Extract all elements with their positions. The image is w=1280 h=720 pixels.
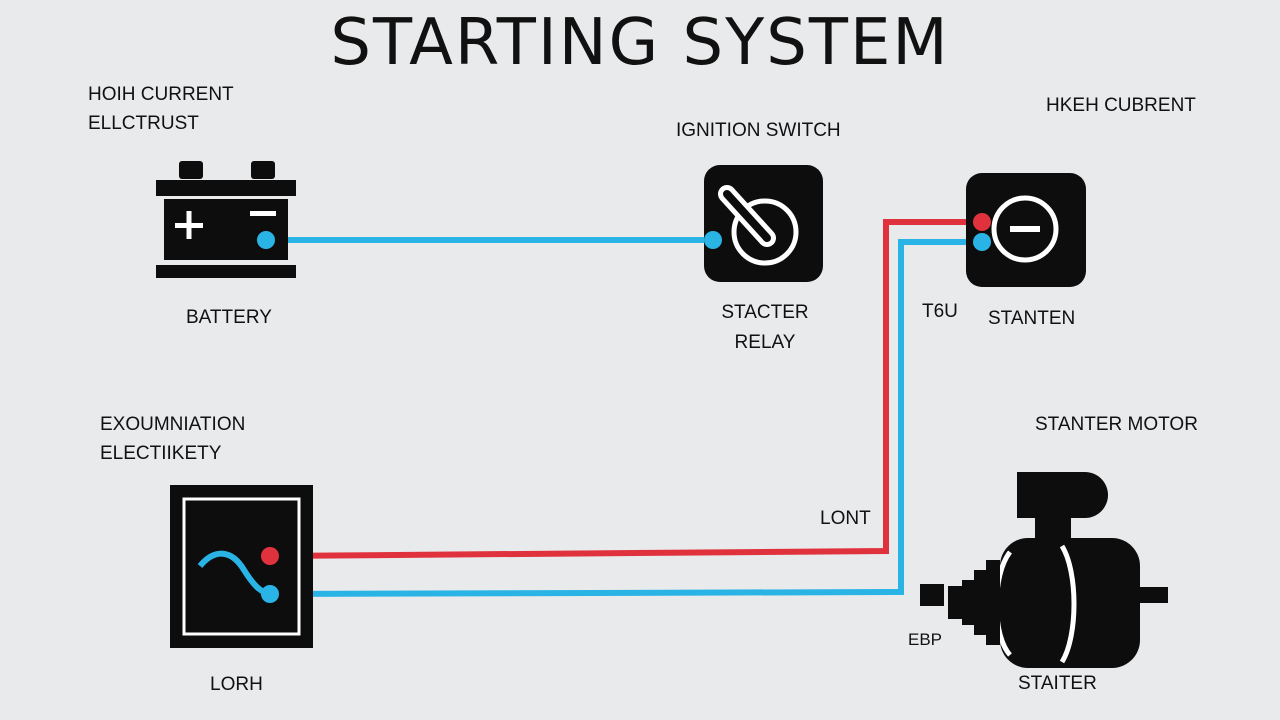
- wire-blue-switch-relay: [269, 239, 982, 597]
- label-lont: LONT: [820, 508, 871, 529]
- label-mid-left-line2: ELECTIIKETY: [100, 443, 222, 464]
- label-starter-motor: STANTER MOTOR: [1035, 414, 1198, 435]
- label-mid-left-line1: EXOUMNIATION: [100, 414, 246, 435]
- switch-box-icon: [170, 485, 313, 648]
- label-battery: BATTERY: [186, 307, 272, 328]
- diagram-title: STARTING SYSTEM: [330, 6, 950, 80]
- starter-motor-icon: [920, 472, 1168, 668]
- battery-icon: [156, 161, 296, 278]
- wire-red-switch-relay: [269, 219, 982, 559]
- label-stanten: STANTEN: [988, 308, 1076, 329]
- label-relay-line1: STACTER: [721, 302, 809, 323]
- wires: [266, 219, 982, 597]
- label-top-left-line2: ELLCTRUST: [88, 113, 199, 134]
- label-relay-line2: RELAY: [734, 332, 796, 353]
- label-stalter: STAITER: [1018, 673, 1097, 694]
- ignition-key-icon: [704, 165, 823, 282]
- label-t6u: T6U: [922, 301, 958, 322]
- label-top-right: HKEH CUBRENT: [1046, 95, 1196, 116]
- label-top-left-line1: HOIH CURRENT: [88, 84, 234, 105]
- label-ebp: EBP: [908, 630, 943, 649]
- minus-circle-icon: [966, 173, 1086, 287]
- label-lorh: LORH: [210, 674, 263, 695]
- label-ignition-switch: IGNITION SWITCH: [676, 120, 841, 141]
